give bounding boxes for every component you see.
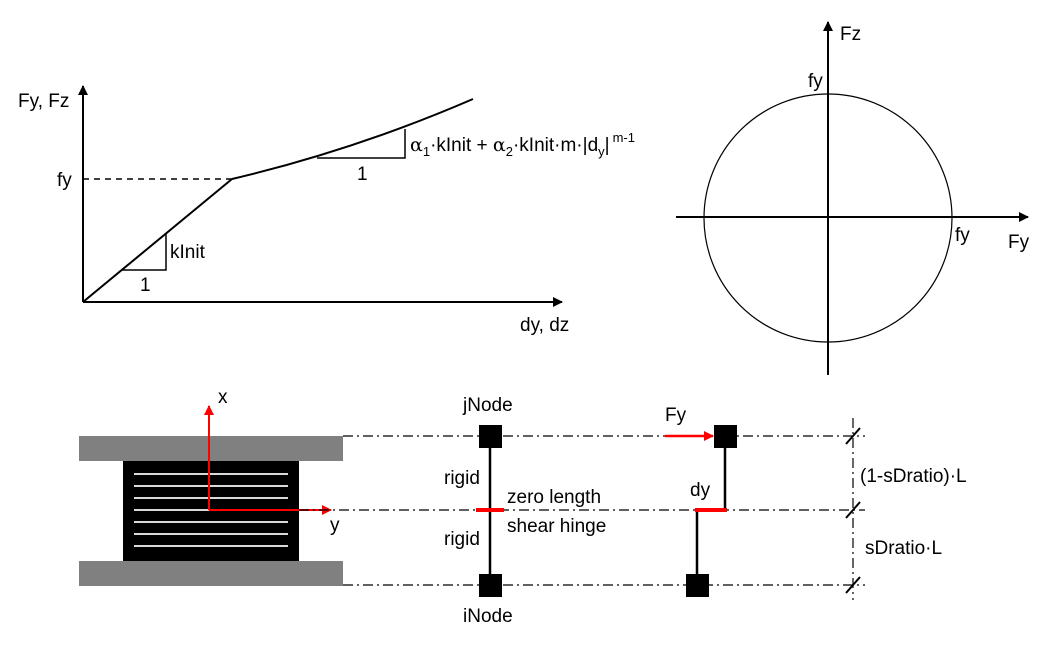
j-node-square <box>479 425 502 448</box>
i-node-label: iNode <box>463 606 513 627</box>
yield-level-label: fy <box>57 170 72 191</box>
reference-lines <box>299 418 865 600</box>
element-schematic: x y (1-sDratio)·L sDratio·L jNode iNode … <box>79 387 967 627</box>
displacement-axis-label: dy, dz <box>520 315 569 336</box>
initial-slope-run-label: 1 <box>140 275 151 296</box>
hinge-label-line2: shear hinge <box>507 516 606 537</box>
fz-axis-label: Fz <box>840 24 861 45</box>
hardening-slope-triangle <box>317 129 406 159</box>
top-plate <box>79 436 343 461</box>
bottom-plate <box>79 561 343 586</box>
fz-yield-intercept-label: fy <box>808 71 823 92</box>
shear-displacement-label: dy <box>690 480 711 501</box>
upper-rigid-label: rigid <box>444 468 480 489</box>
upper-segment-length-label: (1-sDratio)·L <box>860 466 967 487</box>
local-x-axis-label: x <box>218 387 228 408</box>
interaction-plot: Fz Fy fy fy <box>676 21 1030 375</box>
force-axis-label: Fy, Fz <box>18 91 69 112</box>
shear-force-label: Fy <box>665 405 687 426</box>
elastic-branch <box>82 178 233 303</box>
local-y-axis-label: y <box>330 515 340 536</box>
initial-slope-label: kInit <box>170 242 206 263</box>
hardening-slope-expression: α1·kInit + α2·kInit·m·|dy|m-1 <box>410 130 635 159</box>
fy-yield-intercept-label: fy <box>955 225 970 246</box>
hardening-slope-run-label: 1 <box>357 164 368 185</box>
dimension-ticks <box>845 427 861 594</box>
j-node-label: jNode <box>462 395 513 416</box>
deformed-j-node-square <box>714 425 737 448</box>
undeformed-element: jNode iNode rigid rigid zero length shea… <box>444 395 606 627</box>
lower-segment-length-label: sDratio·L <box>865 538 942 559</box>
lower-rigid-label: rigid <box>444 529 480 550</box>
hinge-label-line1: zero length <box>507 487 601 508</box>
deformed-i-node-square <box>686 574 709 597</box>
bearing-illustration: x y <box>79 387 343 586</box>
yield-surface-circle <box>703 93 953 343</box>
fy-axis-label: Fy <box>1008 232 1030 253</box>
force-displacement-plot: Fy, Fz dy, dz fy kInit 1 1 α1·kInit + α2… <box>18 85 635 336</box>
initial-slope-triangle <box>122 234 167 271</box>
hardening-branch <box>231 98 474 180</box>
i-node-square <box>479 574 502 597</box>
deformed-element: Fy dy <box>665 405 737 597</box>
